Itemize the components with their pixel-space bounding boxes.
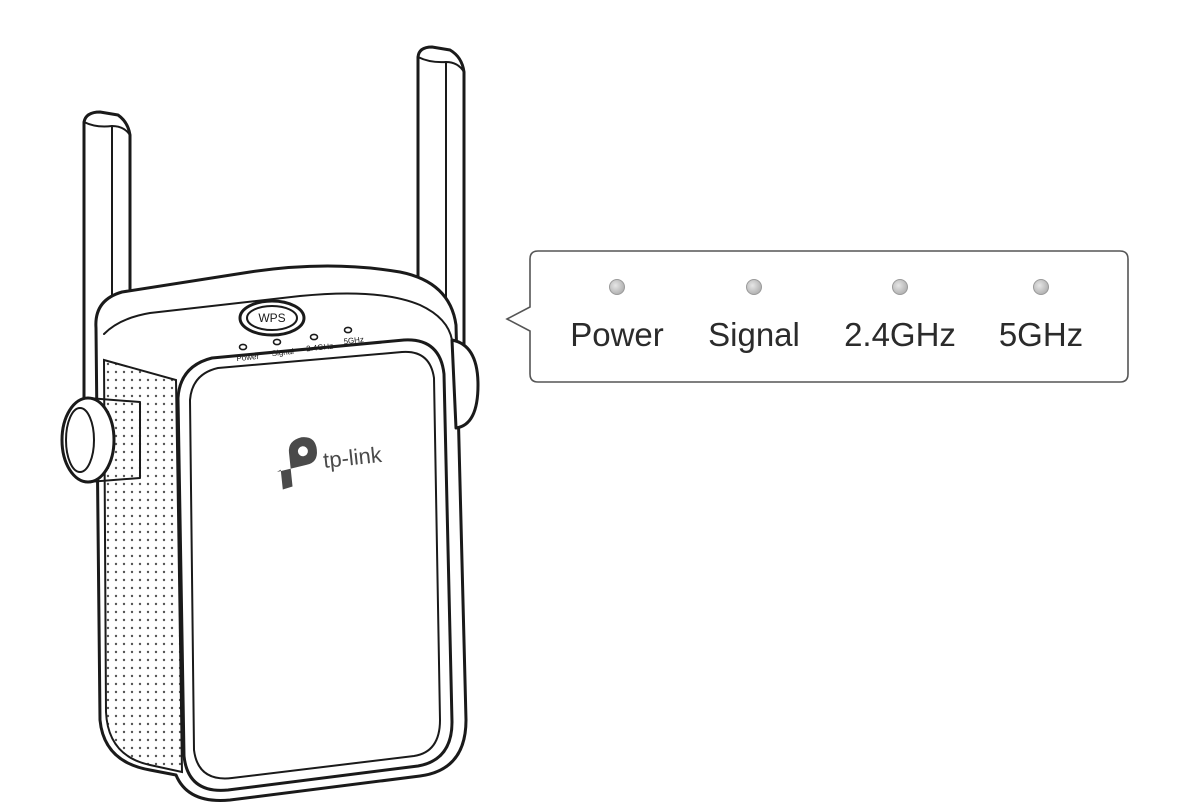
device-led-label-signal: Signal <box>271 347 294 358</box>
right-antenna-hinge <box>450 338 480 430</box>
callout-24ghz-led <box>892 279 908 295</box>
callout-label-power: Power <box>570 316 664 353</box>
callout-label-5ghz: 5GHz <box>999 316 1083 353</box>
front-panel <box>176 338 454 792</box>
callout-label-signal: Signal <box>708 316 800 353</box>
callout-label-24ghz: 2.4GHz <box>844 316 956 353</box>
device-5ghz-led <box>343 326 353 334</box>
callout-power-led <box>609 279 625 295</box>
device-led-label-24ghz: 2.4GHz <box>306 342 334 354</box>
device-led-label-power: Power <box>236 352 260 363</box>
device-24ghz-led <box>309 333 319 341</box>
side-vent-grille <box>102 358 184 774</box>
brand-text: tp-link <box>322 442 384 473</box>
callout-5ghz-led <box>1033 279 1049 295</box>
left-antenna-hinge <box>60 396 141 484</box>
callout-bubble <box>505 250 1129 383</box>
device-led-row: Power Signal 2.4GHz 5GHz <box>236 326 364 363</box>
wps-button[interactable]: WPS <box>238 299 306 337</box>
device-led-label-5ghz: 5GHz <box>343 335 364 346</box>
callout-signal-led <box>746 279 762 295</box>
led-callout: Power Signal 2.4GHz 5GHz <box>505 250 1129 383</box>
device-power-led <box>238 343 248 351</box>
wps-label: WPS <box>258 311 285 325</box>
range-extender-device: WPS Power Signal 2.4GHz 5GHz tp-link <box>60 45 480 802</box>
tp-link-logo: tp-link <box>276 437 384 490</box>
device-signal-led <box>272 338 282 346</box>
